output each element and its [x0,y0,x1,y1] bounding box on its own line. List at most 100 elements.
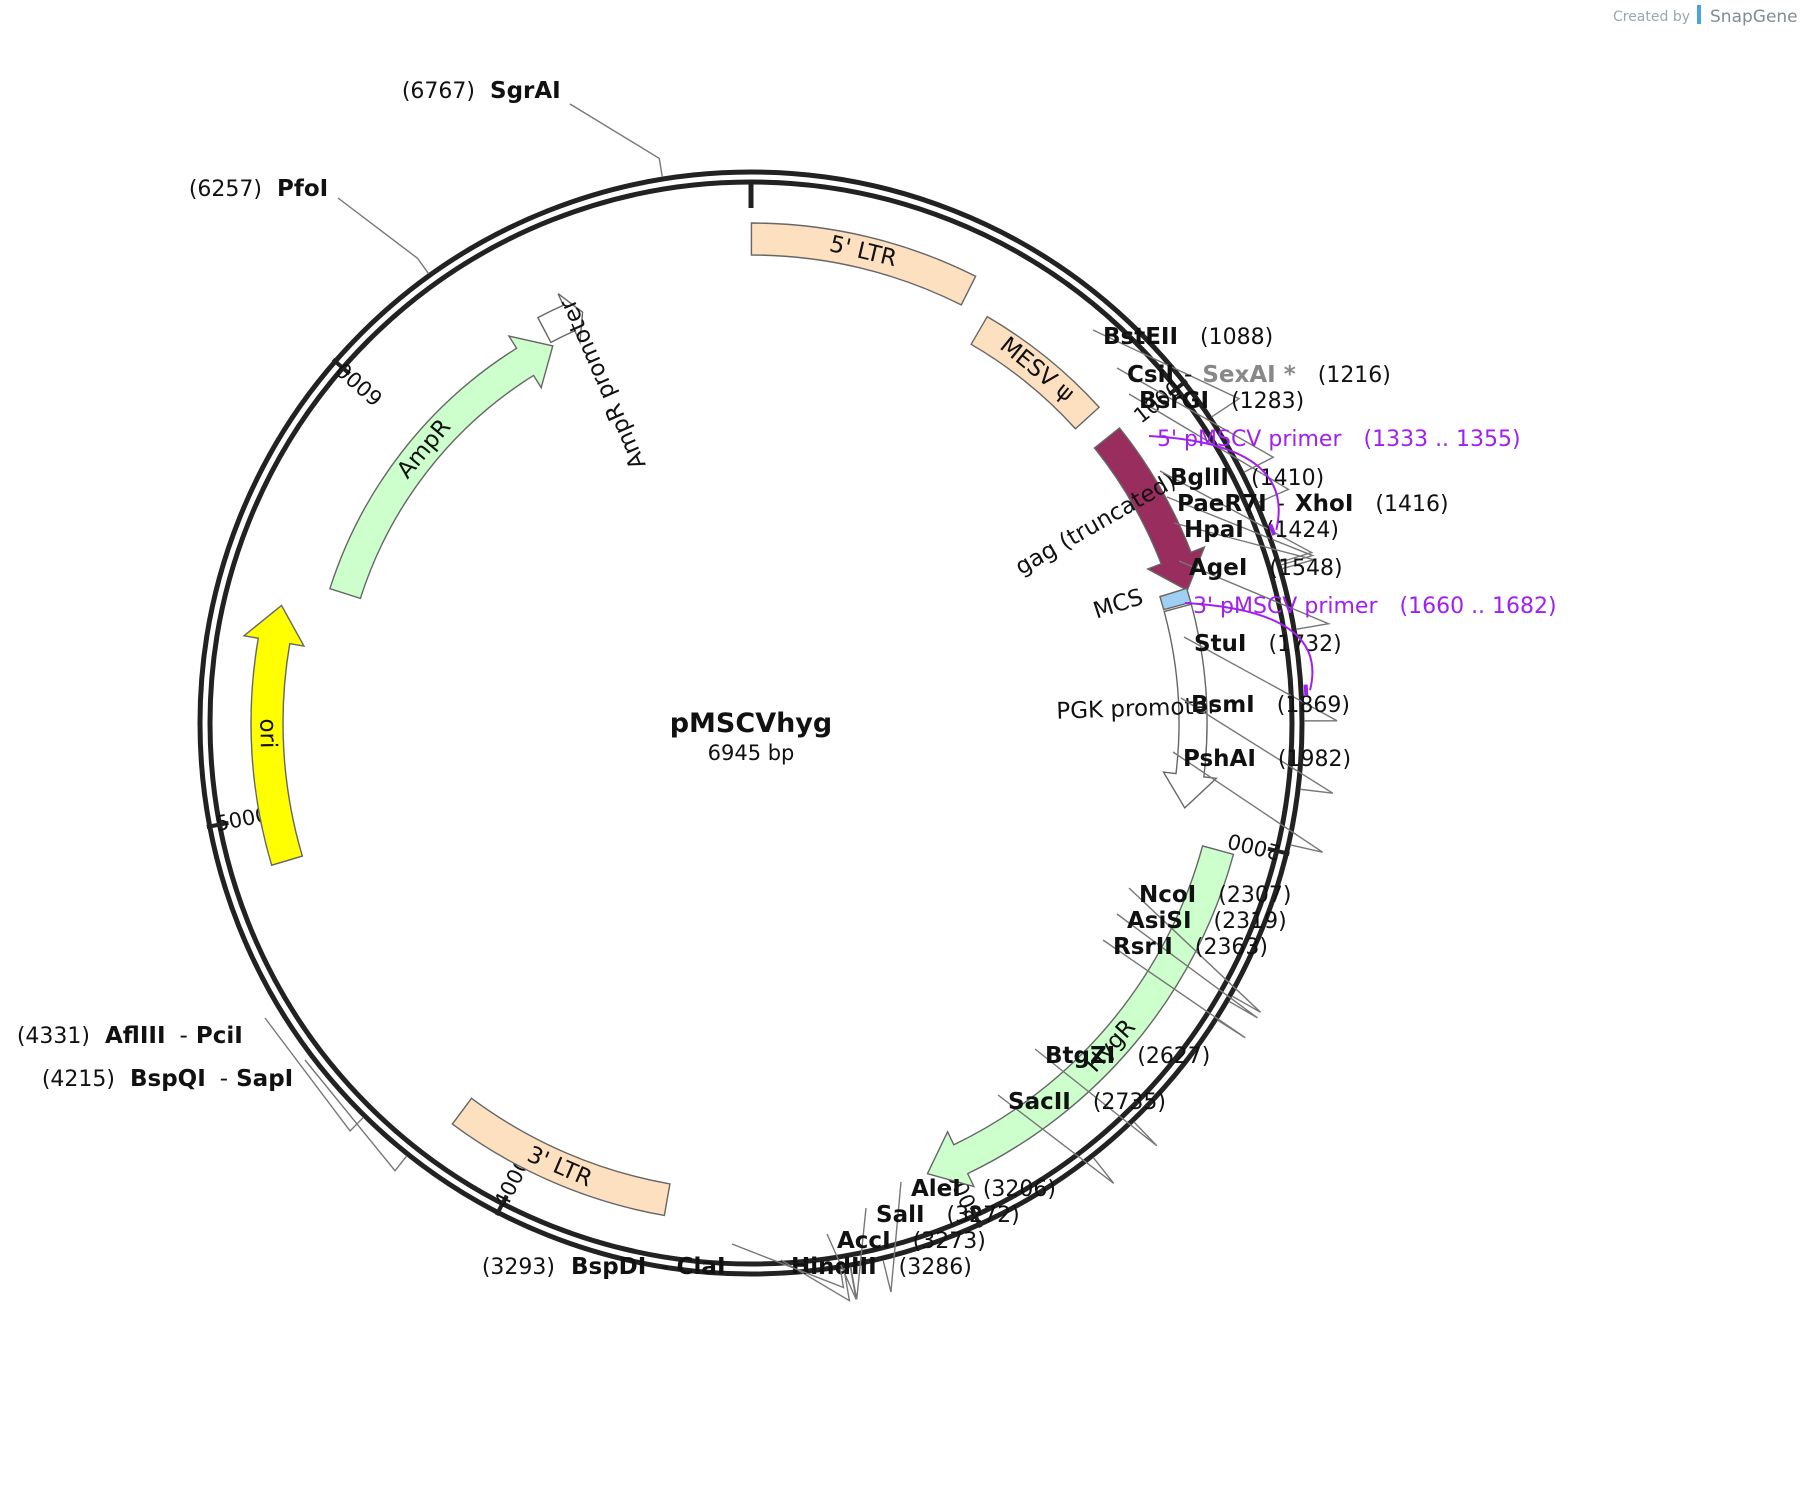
site-leader-line [1180,697,1334,794]
primer-binding-mark [1268,523,1277,536]
feature-ampr-promoter: AmpR promoter [536,293,652,473]
site-label: AgeI(1548) [1189,555,1343,581]
site-sgrai: (6767)SgrAI [402,78,664,178]
site-paer7i-xhoi: PaeR7I-XhoI(1416) [1166,491,1449,566]
site-label: SacII (2735) [1008,1089,1166,1115]
primer-leader-line [1184,602,1314,691]
feature-arc-ori [242,604,306,867]
site-leader-line [1166,496,1315,566]
site-label: BsrGI(1283) [1139,388,1304,414]
site-position: (2363) [1195,935,1268,960]
site-label: AflIII-PciI [105,1023,243,1049]
feature-label-ori: ori [254,718,281,748]
site-leader-line [1128,393,1290,504]
site-leader-line [1159,470,1314,563]
site-ncoi: NcoI(2307) [1128,882,1291,1013]
tick-mark-5000 [206,820,229,829]
enzyme-name: BsmI [1191,692,1255,718]
site-pshai: PshAI(1982) [1172,746,1351,853]
site-leader-line [826,1233,857,1300]
site-position: (3206) [983,1177,1056,1202]
site-position: (1869) [1277,693,1350,718]
primer-range: (1660 .. 1682) [1400,594,1557,619]
site-label: PaeR7I-XhoI(1416) [1177,491,1449,517]
site-bsmi: BsmI (1869) [1180,692,1350,794]
enzyme-name: SalI [876,1202,925,1228]
site-rsrii: RsrII(2363) [1102,934,1268,1039]
site-bsrgi: BsrGI(1283) [1128,388,1304,504]
site-position: (4215) [42,1067,115,1092]
feature-arc-gag-truncated [1093,427,1206,592]
primer-5-pmscv-primer: 5' pMSCV primer(1333 .. 1355) [1148,427,1521,536]
enzyme-name: PaeR7I [1177,491,1267,517]
site-acci: AccI(3273) [826,1228,986,1300]
tick-mark-6000 [331,357,351,376]
site-bspqi-sapi: (4215) BspQI-SapI [42,1059,408,1172]
feature-arc-pgk-promoter [1162,603,1218,810]
feature-5-ltr: 5' LTR [750,222,977,306]
site-label: BspQI-SapI [130,1066,293,1092]
site-position: (1416) [1375,492,1448,517]
site-label: AccI(3273) [837,1228,986,1254]
feature-mesv: MESV ψ [970,315,1101,430]
enzyme-name: AflIII [105,1023,166,1049]
tick-mark-3000 [969,1206,983,1228]
site-position: (2307) [1218,883,1291,908]
snapgene-credit: Created by SnapGene [1613,5,1798,27]
site-bsteii: BstEII (1088) [1092,324,1273,418]
site-separator: - [1184,362,1192,388]
site-separator: - [1277,491,1285,517]
site-label: StuI(1732) [1194,631,1342,657]
site-position: (1216) [1318,363,1391,388]
enzyme-name: SacII [1008,1089,1071,1115]
tick-label-2000: 2000 [1225,828,1283,864]
enzyme-name: BspQI [130,1066,206,1092]
site-bspdi-clai: (3293)BspDI-ClaI [482,1243,845,1289]
enzyme-name: AsiSI [1127,908,1192,934]
primer-leader-line [1148,435,1280,531]
feature-gag-truncated: gag (truncated) [1011,427,1206,592]
restriction-sites: BstEII (1088) CsiI-SexAI *(1216)BsrGI(1283… [17,78,1449,1303]
site-position: (2319) [1214,909,1287,934]
site-leader-line [264,1017,364,1133]
site-separator: - [660,1254,668,1280]
feature-label-ampr-promoter: AmpR promoter [555,294,652,473]
primer-name: 3' pMSCV primer [1193,594,1378,619]
site-label: AleI (3206) [911,1176,1056,1202]
enzyme-name: SapI [236,1066,293,1092]
site-hpai: HpaI(1424) [1173,517,1339,570]
site-asisi: AsiSI (2319) [1116,908,1287,1019]
enzyme-name: AleI [911,1176,961,1202]
site-label: PshAI(1982) [1183,746,1351,772]
site-leader-line [1102,939,1246,1039]
enzyme-name: BstEII [1103,324,1178,350]
feature-arc-3-ltr [451,1097,671,1217]
site-leader-line [1116,913,1258,1019]
site-label: CsiI-SexAI *(1216) [1127,362,1391,388]
enzyme-name: CsiI [1127,362,1174,388]
feature-arc-mesv [970,315,1101,430]
site-leader-line [1128,887,1262,1013]
primer-3-pmscv-primer: 3' pMSCV primer (1660 .. 1682) [1184,594,1557,696]
plasmid-name: pMSCVhyg [670,708,833,739]
site-position: (2735) [1093,1090,1166,1115]
site-label: SgrAI [490,78,561,104]
site-position: (3273) [913,1229,986,1254]
feature-3-ltr: 3' LTR [451,1097,671,1217]
feature-pgk-promoter: PGK promoter [1056,603,1218,810]
site-leader-line [731,1243,845,1289]
enzyme-name: StuI [1194,631,1247,657]
site-leader-line [1183,636,1338,722]
site-leader-line [1092,329,1241,418]
site-afliii-pcii: (4331)AflIII-PciI [17,1017,364,1133]
feature-arc-mcs [1159,587,1192,611]
site-label: HindIII(3286) [791,1254,972,1280]
site-position: (1088) [1200,325,1273,350]
site-bglii: BglII(1410) [1159,465,1324,563]
primer-label: 3' pMSCV primer (1660 .. 1682) [1193,594,1557,619]
tick-mark-4000 [494,1194,509,1217]
backbone-ring [197,169,1305,1277]
site-pfoi: (6257)PfoI [189,176,430,275]
site-leader-line [569,103,664,178]
site-leader-line [1034,1048,1158,1147]
